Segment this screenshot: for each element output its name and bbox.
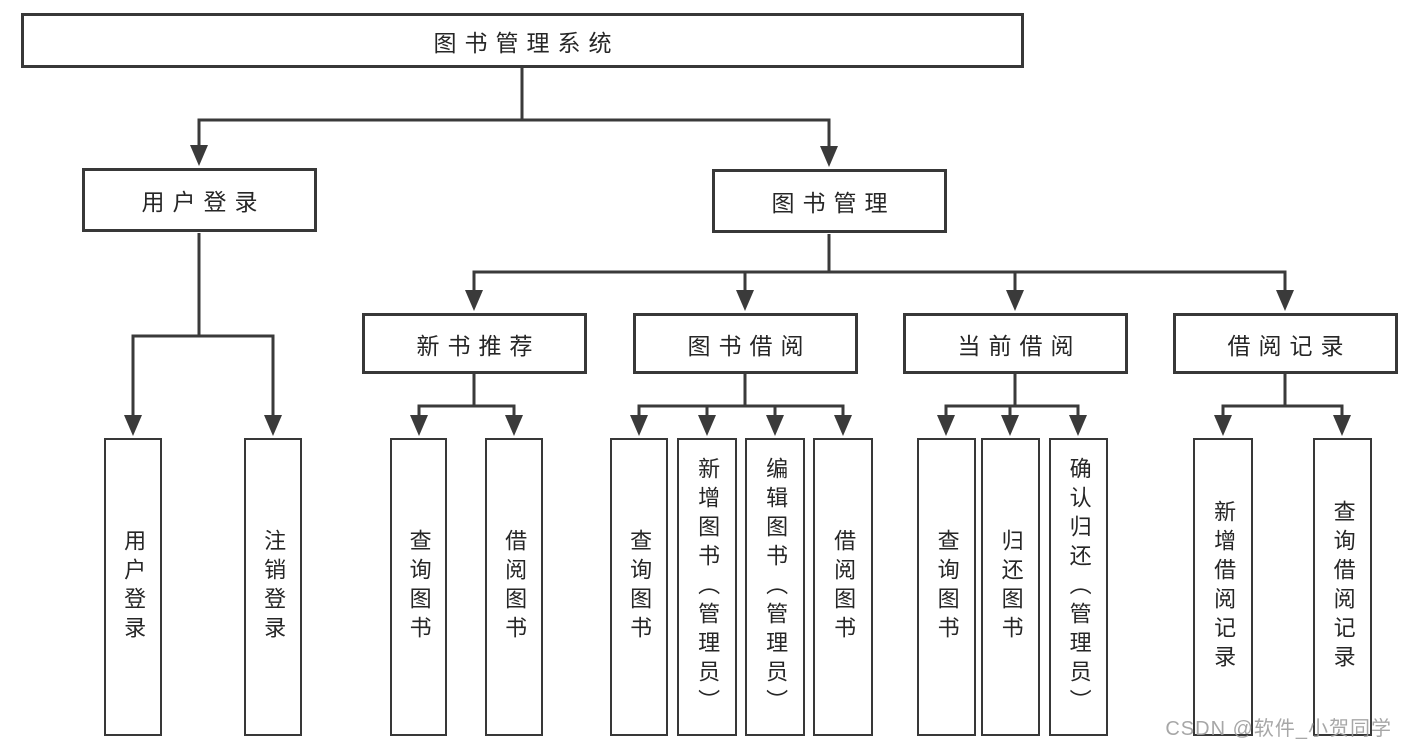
node-borrow-records: 借阅记录 (1173, 313, 1398, 374)
node-new-book-recommend: 新书推荐 (362, 313, 587, 374)
leaf-label: 查询图书 (406, 529, 432, 645)
leaf-borrow-query-book: 查询图书 (610, 438, 668, 736)
leaf-borrow-borrow-book: 借阅图书 (813, 438, 873, 736)
leaf-label: 新增图书（管理员） (695, 456, 721, 718)
leaf-borrow-add-book-admin: 新增图书（管理员） (677, 438, 737, 736)
leaf-label: 注销登录 (261, 529, 287, 645)
leaf-label: 编辑图书（管理员） (763, 456, 789, 718)
leaf-current-return-book: 归还图书 (981, 438, 1040, 736)
leaf-label: 归还图书 (998, 529, 1024, 645)
leaf-label: 查询借阅记录 (1330, 500, 1356, 674)
node-book-management: 图书管理 (712, 169, 947, 233)
leaf-label: 查询图书 (627, 529, 653, 645)
leaf-label: 确认归还（管理员） (1066, 456, 1092, 718)
leaf-label: 借阅图书 (831, 529, 857, 645)
leaf-recommend-query-book: 查询图书 (390, 438, 447, 736)
leaf-current-confirm-return-admin: 确认归还（管理员） (1049, 438, 1108, 736)
leaf-logout: 注销登录 (244, 438, 302, 736)
leaf-user-login: 用户登录 (104, 438, 162, 736)
csdn-watermark: CSDN @软件_小贺同学 (1165, 718, 1392, 740)
leaf-label: 查询图书 (934, 529, 960, 645)
leaf-label: 借阅图书 (502, 529, 528, 645)
leaf-recommend-borrow-book: 借阅图书 (485, 438, 543, 736)
node-current-borrow: 当前借阅 (903, 313, 1128, 374)
leaf-borrow-edit-book-admin: 编辑图书（管理员） (745, 438, 805, 736)
leaf-records-query-record: 查询借阅记录 (1313, 438, 1372, 736)
arrowhead-icons (124, 145, 1351, 436)
leaf-current-query-book: 查询图书 (917, 438, 976, 736)
leaf-label: 新增借阅记录 (1211, 500, 1237, 674)
leaf-label: 用户登录 (121, 529, 147, 645)
leaf-records-add-record: 新增借阅记录 (1193, 438, 1253, 736)
node-root-system: 图书管理系统 (21, 13, 1024, 68)
node-book-borrow: 图书借阅 (633, 313, 858, 374)
node-user-login: 用户登录 (82, 168, 317, 232)
